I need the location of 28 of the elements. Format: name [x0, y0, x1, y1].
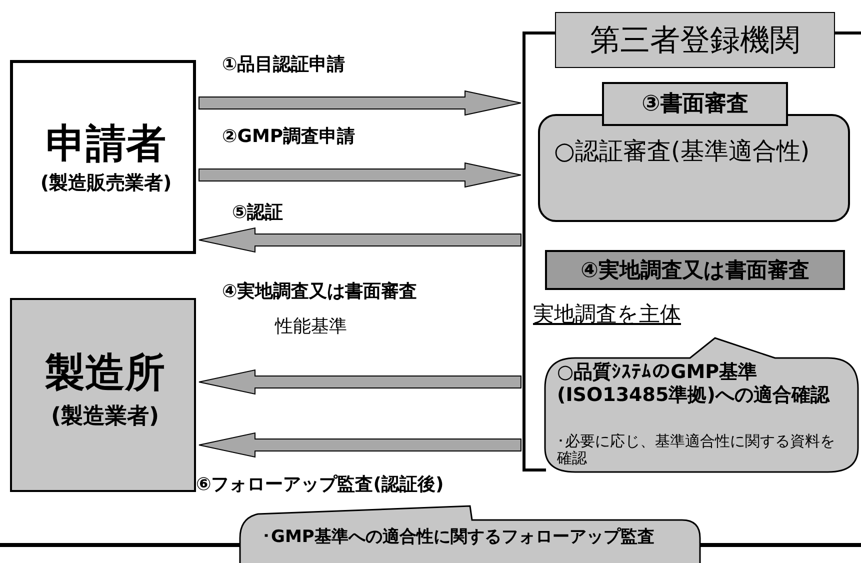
- edge-label: ⑤認証: [232, 203, 284, 224]
- edge-label: ④実地調査又は書面審査: [222, 282, 418, 303]
- heading-text: ③書面審査: [640, 91, 750, 117]
- block-arrow: [198, 227, 522, 253]
- box-subtitle: (製造販売業者): [39, 173, 173, 195]
- review-box: [538, 114, 850, 222]
- box-title: 申請者: [45, 121, 167, 167]
- bubble-note: ･必要に応じ、基準適合性に関する資料を確認: [557, 433, 836, 467]
- factory-box: [10, 298, 196, 492]
- block-arrow: [198, 432, 522, 458]
- block-arrow: [198, 90, 522, 116]
- note-text: 性能基準: [275, 317, 347, 338]
- block-arrow: [198, 162, 522, 188]
- edge-label: ②GMP調査申請: [222, 127, 356, 148]
- block-arrow: [198, 369, 522, 395]
- edge-label: ①品目認証申請: [222, 55, 346, 76]
- applicant-box: [10, 60, 196, 254]
- bubble-text: ･GMP基準への適合性に関するフォローアップ監査: [262, 528, 654, 548]
- criteria-text: ○認証審査(基準適合性): [554, 138, 810, 166]
- bubble-text: ○品質ｼｽﾃﾑのGMP基準(ISO13485準拠)への適合確認: [557, 361, 831, 407]
- section-heading: [545, 250, 845, 290]
- section-heading: [602, 82, 788, 126]
- underlined-note: 実地調査を主体: [533, 302, 681, 326]
- edge-label: ⑥フォローアップ監査(認証後): [196, 475, 444, 496]
- section-heading: 第三者登録機関: [555, 12, 835, 68]
- heading-text: ④実地調査又は書面審査: [580, 258, 810, 282]
- box-subtitle: (製造業者): [50, 404, 160, 430]
- box-title: 製造所: [44, 350, 166, 396]
